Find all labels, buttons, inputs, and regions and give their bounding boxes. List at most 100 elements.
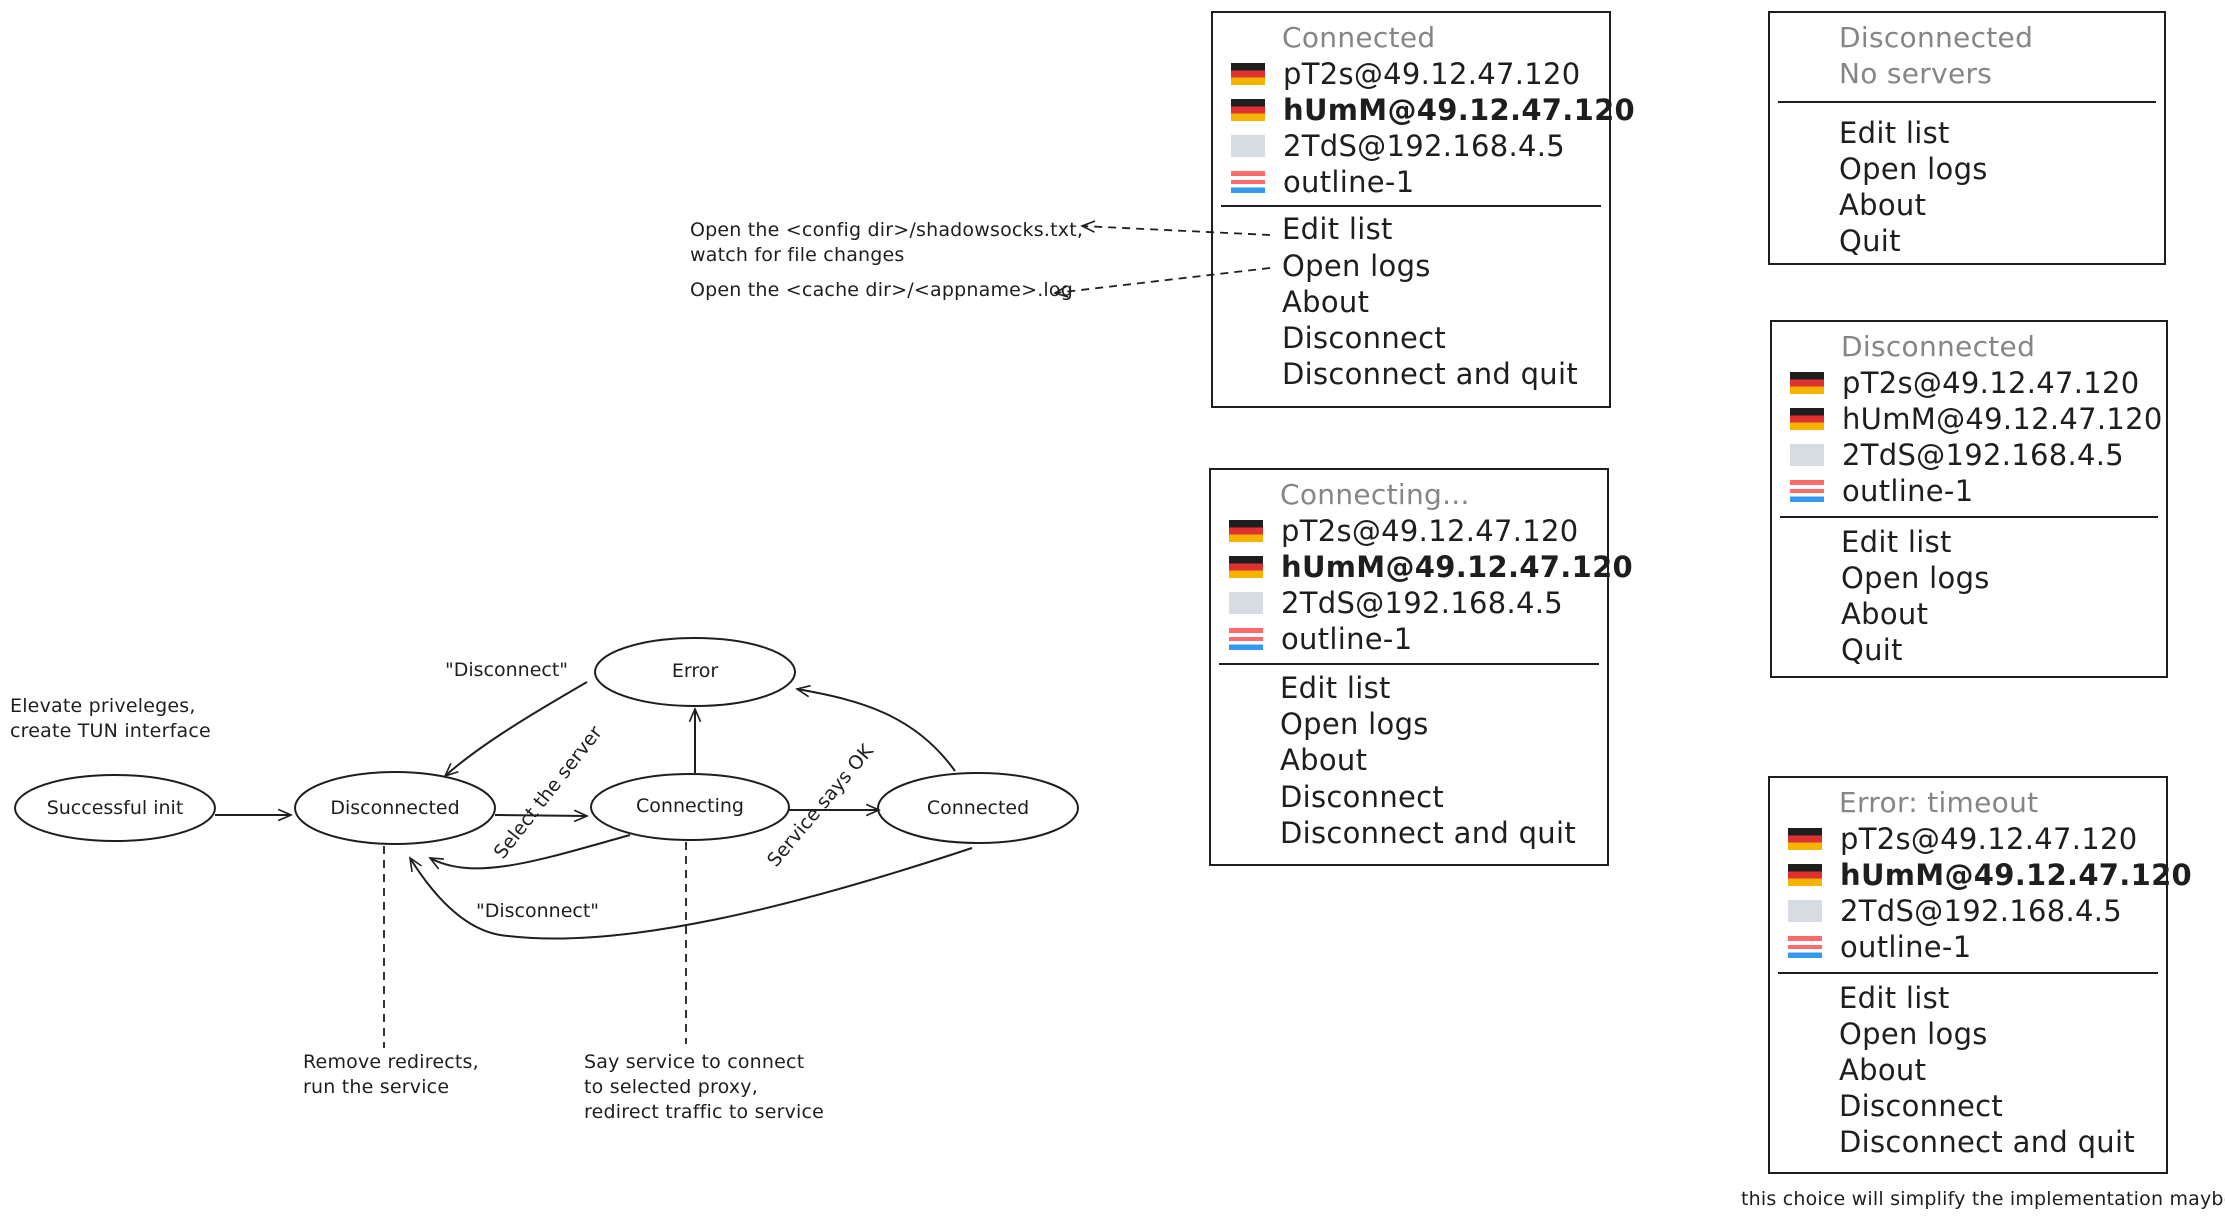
server-item[interactable]: outline-1: [1229, 621, 1412, 657]
server-item-selected[interactable]: hUmM@49.12.47.120: [1229, 549, 1633, 585]
state-successful-init: Successful init: [14, 774, 216, 842]
germany-flag-icon: [1229, 556, 1263, 578]
server-item-selected[interactable]: hUmM@49.12.47.120: [1788, 857, 2192, 893]
open-logs-callout: [1055, 267, 1271, 293]
server-item[interactable]: pT2s@49.12.47.120: [1788, 821, 2138, 857]
germany-flag-icon: [1788, 864, 1822, 886]
menu-status-title: Error: timeout: [1839, 786, 2039, 819]
footer-note: this choice will simplify the implementa…: [1741, 1188, 2225, 1210]
server-item-selected[interactable]: hUmM@49.12.47.120: [1231, 92, 1635, 128]
menu-item-open-logs[interactable]: Open logs: [1280, 707, 1429, 741]
server-item-label: pT2s@49.12.47.120: [1840, 822, 2138, 856]
server-item[interactable]: 2TdS@192.168.4.5: [1229, 585, 1563, 621]
blank-flag-icon: [1229, 592, 1263, 614]
state-connecting: Connecting: [590, 773, 790, 841]
server-item[interactable]: outline-1: [1790, 473, 1973, 509]
menu-item-quit[interactable]: Quit: [1841, 633, 1903, 667]
menu-item-edit-list[interactable]: Edit list: [1282, 212, 1393, 246]
germany-flag-icon: [1231, 63, 1265, 85]
menu-status-title: Disconnected: [1841, 330, 2036, 363]
connecting-note: Say service to connect to selected proxy…: [584, 1051, 825, 1123]
striped-flag-icon: [1790, 480, 1824, 502]
menu-item-edit-list[interactable]: Edit list: [1839, 116, 1950, 150]
menu-item-disconnect[interactable]: Disconnect: [1839, 1089, 2004, 1123]
menu-item-open-logs[interactable]: Open logs: [1839, 152, 1988, 186]
menu-item-edit-list[interactable]: Edit list: [1839, 981, 1950, 1015]
menu-item-disconnect-and-quit[interactable]: Disconnect and quit: [1282, 357, 1579, 391]
state-label: Successful init: [47, 797, 184, 819]
transition-label-disconnect-error: "Disconnect": [445, 659, 568, 681]
server-item[interactable]: hUmM@49.12.47.120: [1790, 401, 2163, 437]
menu-item-about[interactable]: About: [1282, 285, 1370, 319]
menu-divider: [1219, 663, 1599, 665]
menu-item-disconnect[interactable]: Disconnect: [1280, 780, 1445, 814]
server-item[interactable]: pT2s@49.12.47.120: [1231, 56, 1581, 92]
menu-status-title: Connecting...: [1280, 478, 1470, 511]
server-item-label: pT2s@49.12.47.120: [1842, 366, 2140, 400]
state-label: Error: [672, 660, 719, 682]
menu-status-title: Connected: [1282, 21, 1436, 54]
menu-divider: [1221, 205, 1601, 207]
server-item[interactable]: outline-1: [1231, 164, 1414, 200]
server-item[interactable]: 2TdS@192.168.4.5: [1790, 437, 2124, 473]
state-connected: Connected: [877, 772, 1079, 844]
menu-item-quit[interactable]: Quit: [1839, 224, 1901, 258]
server-item[interactable]: pT2s@49.12.47.120: [1229, 513, 1579, 549]
menu-status-title: Disconnected: [1839, 21, 2034, 54]
server-item-label: 2TdS@192.168.4.5: [1840, 894, 2123, 928]
germany-flag-icon: [1231, 99, 1265, 121]
menu-divider: [1778, 972, 2158, 974]
striped-flag-icon: [1788, 936, 1822, 958]
menu-item-disconnect-and-quit[interactable]: Disconnect and quit: [1839, 1125, 2136, 1159]
state-error: Error: [594, 637, 796, 707]
transition-connected-to-disconnected: [410, 847, 973, 940]
menu-item-edit-list[interactable]: Edit list: [1280, 671, 1391, 705]
menu-item-about[interactable]: About: [1841, 597, 1929, 631]
germany-flag-icon: [1229, 520, 1263, 542]
edit-list-callout: [1082, 226, 1271, 236]
server-item-label: 2TdS@192.168.4.5: [1842, 438, 2125, 472]
menu-item-edit-list[interactable]: Edit list: [1841, 525, 1952, 559]
state-label: Connected: [927, 797, 1029, 819]
state-disconnected: Disconnected: [294, 771, 496, 845]
striped-flag-icon: [1231, 171, 1265, 193]
striped-flag-icon: [1229, 628, 1263, 650]
server-item-label: hUmM@49.12.47.120: [1842, 402, 2163, 436]
server-item-label: 2TdS@192.168.4.5: [1281, 586, 1564, 620]
server-item[interactable]: 2TdS@192.168.4.5: [1231, 128, 1565, 164]
menu-item-open-logs[interactable]: Open logs: [1841, 561, 1990, 595]
menu-item-open-logs[interactable]: Open logs: [1839, 1017, 1988, 1051]
server-item[interactable]: outline-1: [1788, 929, 1971, 965]
state-label: Disconnected: [330, 797, 459, 819]
transition-disconnected-to-connecting: [494, 815, 587, 816]
menu-item-open-logs[interactable]: Open logs: [1282, 249, 1431, 283]
menu-item-about[interactable]: About: [1839, 188, 1927, 222]
menu-divider: [1778, 101, 2156, 103]
server-item[interactable]: pT2s@49.12.47.120: [1790, 365, 2140, 401]
transition-label-disconnect-connected: "Disconnect": [476, 900, 599, 922]
server-item[interactable]: 2TdS@192.168.4.5: [1788, 893, 2122, 929]
disconnected-note: Remove redirects, run the service: [303, 1051, 479, 1098]
transition-label-select-server: Select the server: [490, 722, 607, 863]
blank-flag-icon: [1231, 135, 1265, 157]
menu-item-about[interactable]: About: [1839, 1053, 1927, 1087]
menu-item-disconnect-and-quit[interactable]: Disconnect and quit: [1280, 816, 1577, 850]
server-item-label: pT2s@49.12.47.120: [1283, 57, 1581, 91]
init-note: Elevate priveleges, create TUN interface: [10, 695, 211, 742]
server-item-label: outline-1: [1840, 930, 1972, 964]
transition-error-to-disconnected: [445, 681, 588, 776]
server-item-label: outline-1: [1283, 165, 1415, 199]
transition-connected-to-error: [797, 689, 956, 772]
germany-flag-icon: [1790, 408, 1824, 430]
server-item-label: hUmM@49.12.47.120: [1840, 858, 2193, 892]
germany-flag-icon: [1790, 372, 1824, 394]
server-item-label: outline-1: [1842, 474, 1974, 508]
menu-item-about[interactable]: About: [1280, 743, 1368, 777]
menu-no-servers: Disconnected No servers Edit list Open l…: [1768, 11, 2166, 265]
server-item-label: outline-1: [1281, 622, 1413, 656]
blank-flag-icon: [1788, 900, 1822, 922]
menu-divider: [1780, 516, 2158, 518]
menu-item-disconnect[interactable]: Disconnect: [1282, 321, 1447, 355]
server-item-label: hUmM@49.12.47.120: [1283, 93, 1636, 127]
transition-label-service-ok: Service says OK: [763, 740, 878, 871]
